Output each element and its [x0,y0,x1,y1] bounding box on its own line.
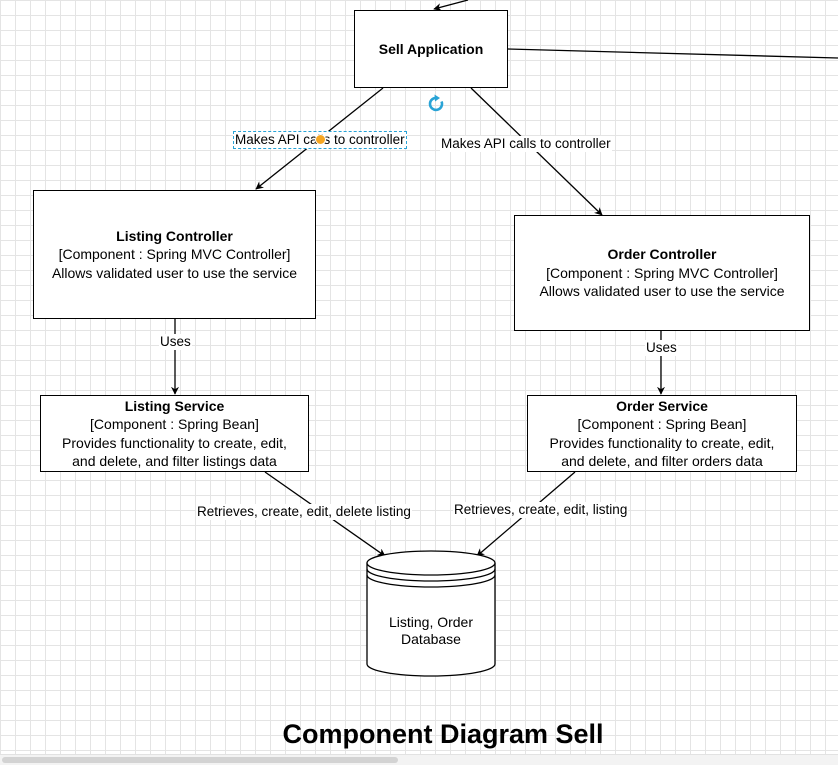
order-controller-title: Order Controller [607,246,717,263]
listing-service-description-line1: Provides functionality to create, edit, [62,434,287,451]
edge-label-app-order-controller[interactable]: Makes API calls to controller [440,136,612,152]
order-service-description-line1: Provides functionality to create, edit, [549,434,775,451]
order-service-title: Order Service [616,397,708,414]
listing-service-description-line2: and delete, and filter listings data [72,453,277,469]
listing-controller-node[interactable]: Listing Controller [Component : Spring M… [33,190,316,319]
order-controller-description: Allows validated user to use the service [539,283,785,300]
label-selection-handle[interactable] [315,134,326,145]
listing-service-node[interactable]: Listing Service [Component : Spring Bean… [40,395,309,472]
rotate-handle-icon[interactable] [428,94,444,112]
order-service-description-line2: and delete, and filter orders data [561,453,763,469]
listing-service-stereotype: [Component : Spring Bean] [90,416,259,432]
diagram-title: Component Diagram Sell [282,719,604,749]
database-cylinder[interactable] [366,550,496,677]
edge-label-listing-uses[interactable]: Uses [159,334,192,350]
order-service-stereotype: [Component : Spring Bean] [577,416,747,432]
listing-service-title: Listing Service [124,397,225,414]
edge-label-order-service-db[interactable]: Retrieves, create, edit, listing [453,502,629,518]
sell-application-node[interactable]: Sell Application [354,10,508,88]
edge-label-listing-service-db[interactable]: Retrieves, create, edit, delete listing [196,504,412,520]
listing-controller-stereotype: [Component : Spring MVC Controller] [58,246,291,263]
listing-controller-description: Allows validated user to use the service [51,264,298,281]
edge-outgoing-right[interactable] [507,48,838,59]
sell-application-title: Sell Application [378,40,484,57]
database-label-line1: Listing, Order [388,614,474,630]
database-label: Listing, Order Database [367,614,495,648]
database-label-line2: Database [401,631,461,647]
listing-controller-title: Listing Controller [116,227,233,244]
edge-label-order-uses[interactable]: Uses [645,340,678,356]
scrollbar-thumb[interactable] [2,757,398,763]
edge-incoming-top[interactable] [433,0,469,12]
order-controller-node[interactable]: Order Controller [Component : Spring MVC… [514,215,810,331]
order-controller-stereotype: [Component : Spring MVC Controller] [546,264,778,281]
order-service-node[interactable]: Order Service [Component : Spring Bean] … [527,395,797,472]
horizontal-scrollbar[interactable] [0,754,838,765]
